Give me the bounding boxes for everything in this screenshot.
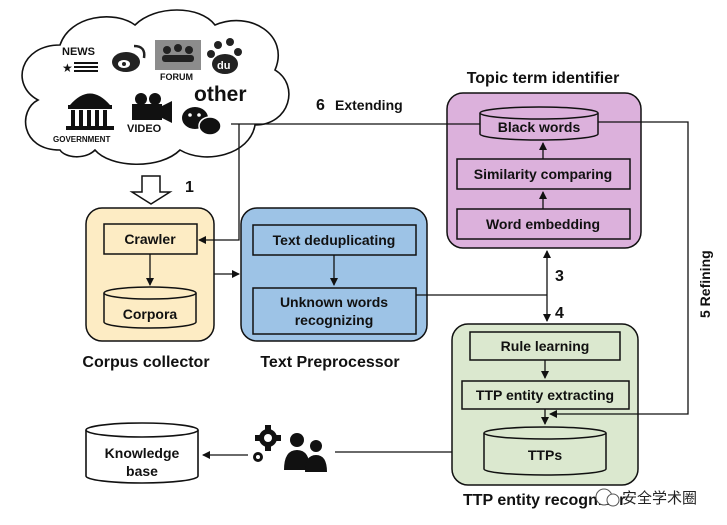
news-icon: NEWS ★ — [62, 46, 98, 75]
rule-learning-box: Rule learning — [469, 331, 621, 361]
similarity-comparing-box: Similarity comparing — [456, 158, 631, 190]
svg-text:GOVERNMENT: GOVERNMENT — [53, 135, 110, 144]
svg-text:Similarity comparing: Similarity comparing — [474, 166, 612, 182]
svg-text:du: du — [217, 60, 230, 72]
wechat-icon — [182, 107, 222, 136]
svg-text:NEWS: NEWS — [62, 46, 95, 58]
step-6-label: Extending — [335, 97, 403, 113]
svg-text:base: base — [126, 463, 158, 479]
other-source-label: other — [194, 83, 247, 106]
step-5-label: 5 Refining — [697, 250, 713, 318]
crawler-box: Crawler — [103, 223, 198, 255]
step-3-number: 3 — [555, 268, 564, 285]
svg-text:Unknown words: Unknown words — [280, 294, 388, 310]
text-deduplicating-box: Text deduplicating — [252, 224, 417, 256]
step-1-arrow: 1 — [129, 175, 194, 205]
weibo-icon — [112, 44, 146, 72]
connector-lines — [146, 121, 689, 459]
svg-text:Text deduplicating: Text deduplicating — [273, 232, 396, 248]
black-words-database: Black words — [479, 106, 599, 141]
svg-text:VIDEO: VIDEO — [127, 123, 162, 135]
svg-text:Knowledge: Knowledge — [105, 445, 180, 461]
svg-text:Crawler: Crawler — [124, 231, 176, 247]
svg-text:1: 1 — [185, 179, 194, 196]
forum-icon: FORUM — [155, 40, 201, 82]
analyst-team-icon — [253, 425, 327, 472]
corpora-database: Corpora — [103, 286, 197, 329]
text-preprocessor-title: Text Preprocessor — [260, 354, 399, 371]
svg-text:recognizing: recognizing — [295, 312, 374, 328]
svg-text:Rule learning: Rule learning — [501, 338, 590, 354]
ttps-database: TTPs — [483, 426, 607, 476]
step-4-number: 4 — [555, 305, 564, 322]
baidu-paw-icon: du — [207, 38, 242, 74]
government-building-icon: GOVERNMENT — [53, 93, 114, 144]
svg-text:FORUM: FORUM — [160, 72, 193, 82]
word-embedding-box: Word embedding — [456, 208, 631, 240]
svg-text:TTPs: TTPs — [528, 447, 562, 463]
svg-text:Word embedding: Word embedding — [486, 216, 600, 232]
ttp-recognizer-title: TTP entity recognizer — [463, 492, 625, 509]
knowledge-base-database: Knowledge base — [85, 422, 199, 484]
watermark: 安全学术圈 — [595, 488, 697, 507]
corpus-collector-title: Corpus collector — [82, 354, 209, 371]
svg-text:★: ★ — [62, 61, 73, 75]
topic-identifier-title: Topic term identifier — [467, 70, 620, 87]
svg-text:TTP entity extracting: TTP entity extracting — [476, 387, 614, 403]
svg-text:安全学术圈: 安全学术圈 — [622, 489, 697, 507]
video-camera-icon: VIDEO — [127, 93, 172, 135]
step-6-number: 6 — [316, 97, 325, 114]
ttp-extracting-box: TTP entity extracting — [461, 380, 630, 410]
svg-text:Black words: Black words — [498, 119, 581, 135]
unknown-words-box: Unknown words recognizing — [252, 287, 417, 335]
svg-text:Corpora: Corpora — [123, 306, 178, 322]
